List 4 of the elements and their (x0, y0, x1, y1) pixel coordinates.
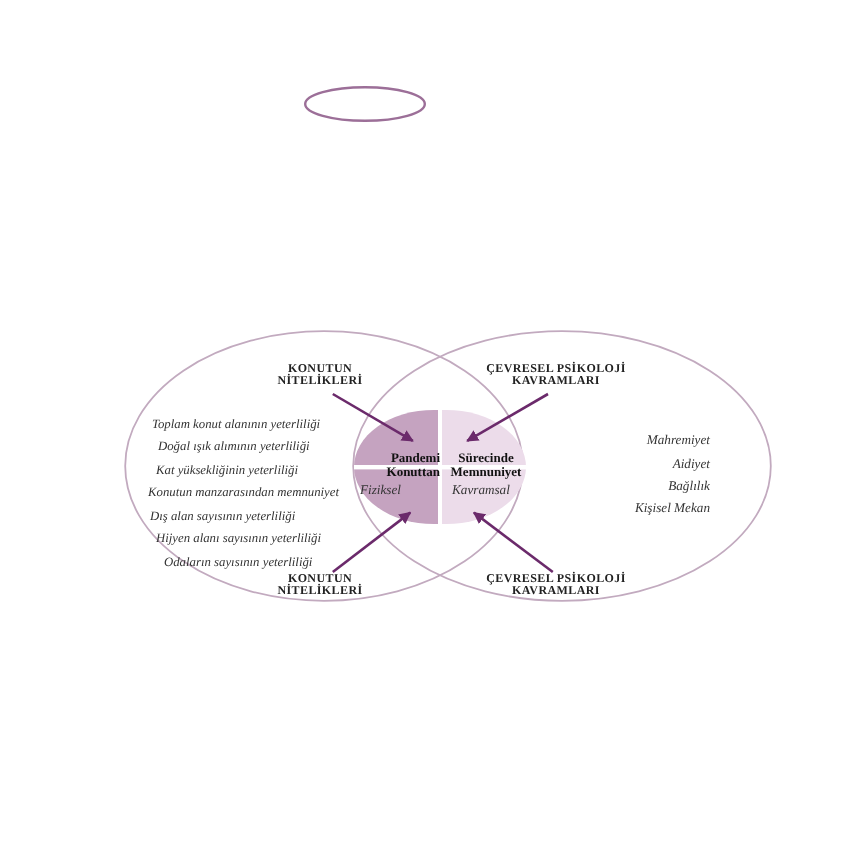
arrow (332, 511, 412, 574)
arrow (332, 392, 414, 442)
arrow (472, 511, 554, 574)
arrow (466, 392, 549, 442)
